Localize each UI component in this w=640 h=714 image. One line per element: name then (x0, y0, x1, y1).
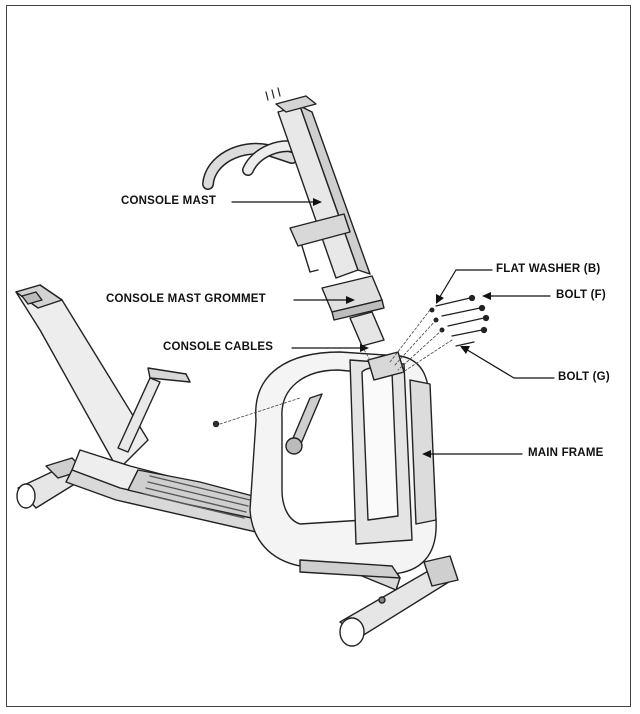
bolts-g (451, 326, 488, 347)
label-flat-washer: FLAT WASHER (B) (496, 263, 601, 275)
main-frame-body (249, 351, 437, 579)
label-console-cables: CONSOLE CABLES (163, 341, 274, 353)
side-screw (212, 420, 220, 428)
seat-bracket (117, 367, 191, 453)
mast-top-screws (265, 87, 281, 101)
label-bolt-f: BOLT (F) (556, 289, 606, 301)
leader-lines (231, 201, 555, 455)
console-mast-grommet (321, 275, 385, 321)
front-stabilizer (339, 555, 459, 647)
flat-washers (429, 307, 445, 333)
console-mast (275, 95, 371, 279)
bolts-f (435, 294, 490, 327)
seat-post (15, 284, 149, 471)
diagram-border (6, 5, 631, 707)
rear-stabilizer-left (16, 457, 85, 509)
label-main-frame: MAIN FRAME (528, 447, 604, 459)
crank-arm (285, 393, 323, 455)
label-console-mast-grommet: CONSOLE MAST GROMMET (106, 293, 266, 305)
step-pad (127, 469, 269, 519)
mast-insert (349, 311, 405, 381)
leader-arrowheads (313, 198, 491, 458)
label-console-mast: CONSOLE MAST (121, 195, 217, 207)
handlebar (202, 140, 306, 190)
label-bolt-g: BOLT (G) (558, 371, 610, 383)
